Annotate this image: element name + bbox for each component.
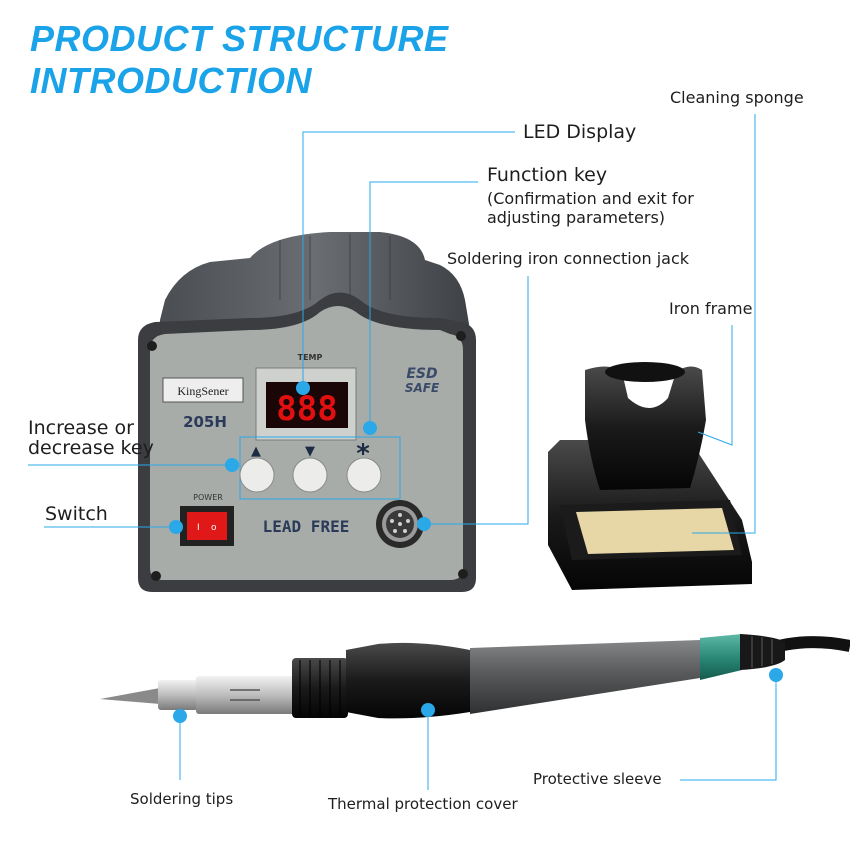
iron-stand [548, 362, 752, 590]
label-protective-sleeve: Protective sleeve [533, 770, 662, 788]
label-increase-decrease-2: decrease key [28, 437, 154, 459]
svg-text:I: I [197, 523, 200, 533]
decrease-key[interactable] [292, 457, 328, 493]
label-increase-decrease-1: Increase or [28, 417, 134, 439]
markers [169, 381, 783, 723]
label-function-key: Function key [487, 164, 608, 186]
label-led-display: LED Display [523, 121, 637, 143]
esd-text: ESD [406, 366, 437, 382]
label-cleaning-sponge: Cleaning sponge [670, 88, 804, 107]
up-arrow-icon: ▲ [251, 444, 261, 459]
label-soldering-tips: Soldering tips [130, 790, 234, 808]
brand-text: KingSener [177, 384, 228, 398]
marker-led-display [296, 381, 310, 395]
temp-label: TEMP [298, 353, 323, 362]
brand-plate [162, 377, 244, 403]
label-switch: Switch [45, 503, 108, 525]
model-text: 205H [183, 413, 227, 431]
soldering-station: KingSener 205H TEMP 888 ▲ ▼ * ESD SAFE P… [138, 232, 476, 592]
soldering-iron [100, 634, 850, 719]
soldering-tip [100, 688, 160, 704]
handle [470, 636, 740, 714]
function-key[interactable] [346, 457, 382, 493]
marker-thermal-cover [421, 703, 435, 717]
label-function-key-desc-1: (Confirmation and exit for [487, 189, 694, 208]
cleaning-sponge [576, 508, 734, 554]
led-digits: 888 [276, 389, 337, 429]
marker-connection-jack [417, 517, 431, 531]
label-thermal-cover: Thermal protection cover [328, 795, 518, 813]
power-label: POWER [193, 493, 223, 502]
marker-switch [169, 520, 183, 534]
label-connection-jack: Soldering iron connection jack [447, 249, 690, 268]
down-arrow-icon: ▼ [305, 444, 315, 459]
safe-text: SAFE [405, 381, 440, 395]
label-function-key-desc-2: adjusting parameters) [487, 208, 666, 227]
iron-frame [585, 366, 706, 490]
marker-soldering-tip [173, 709, 187, 723]
label-iron-frame: Iron frame [669, 299, 753, 318]
leader-lines [28, 114, 777, 790]
increase-key[interactable] [239, 457, 275, 493]
title-line-1: PRODUCT STRUCTURE [30, 18, 449, 59]
page-title: PRODUCT STRUCTURE INTRODUCTION [30, 18, 449, 102]
title-line-2: INTRODUCTION [30, 60, 312, 101]
svg-text:o: o [211, 523, 217, 533]
lead-free-text: LEAD FREE [263, 517, 350, 536]
marker-protective-sleeve [769, 668, 783, 682]
marker-function-key [363, 421, 377, 435]
power-switch[interactable] [187, 512, 227, 540]
marker-increase-key [225, 458, 239, 472]
